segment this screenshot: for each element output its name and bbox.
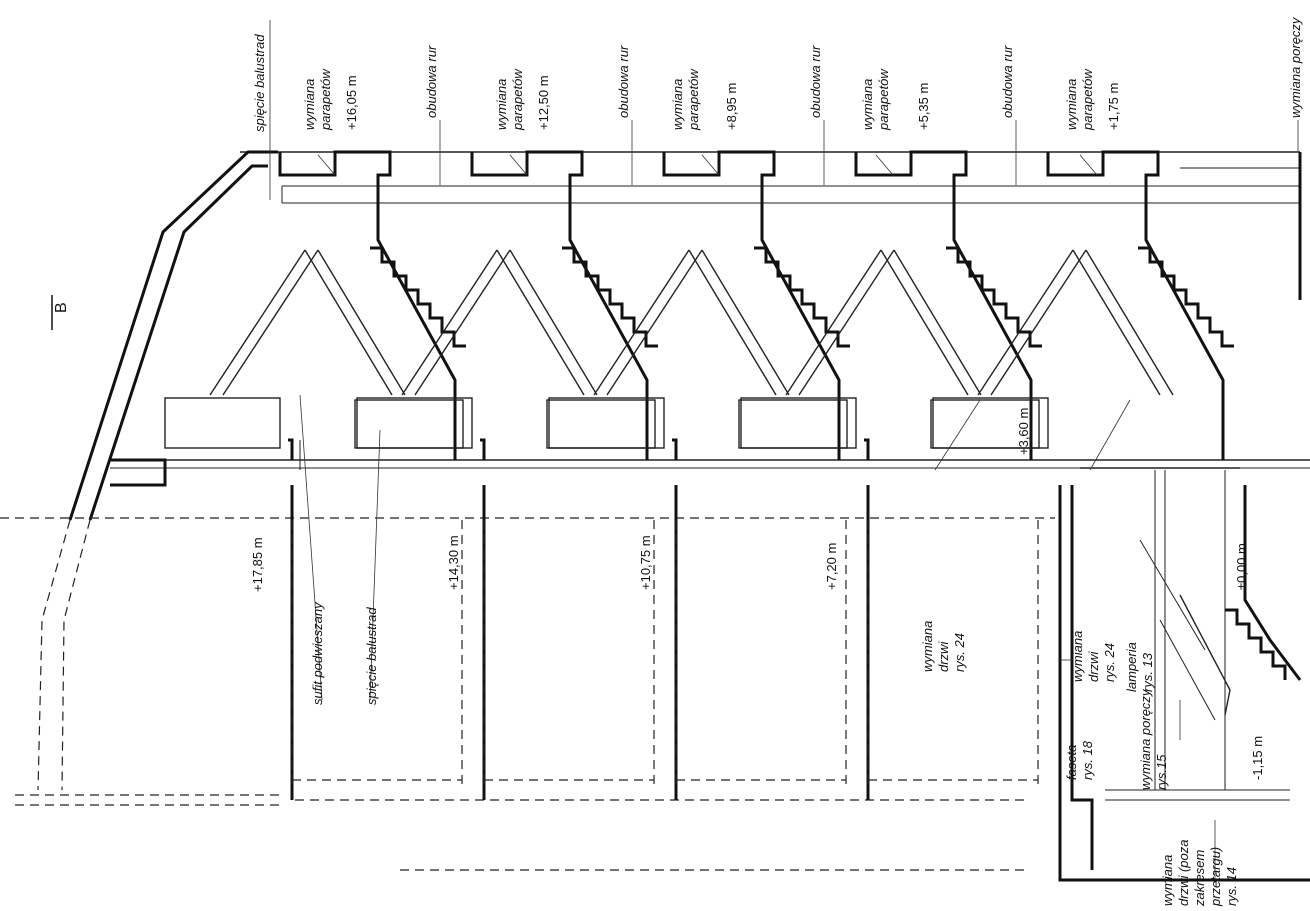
level-14-30: +14,30 m	[446, 535, 461, 590]
section-marker: B	[51, 295, 70, 330]
level-17-85: +17,85 m	[250, 537, 265, 592]
top-reference-lines	[240, 151, 1300, 204]
label-wymiana-drzwi-a-3: rys. 24	[952, 633, 967, 672]
label-wymiana-parapetow-4-a: wymiana	[860, 79, 875, 130]
level-3-60: +3,60 m	[1016, 408, 1031, 455]
label-obudowa-rur-1: obudowa rur	[424, 45, 439, 118]
section-mark-text: B	[53, 302, 70, 313]
level-12-50: +12,50 m	[536, 75, 551, 130]
label-spiecie-balustrad-bottom: spięcie balustrad	[364, 607, 379, 705]
label-wymiana-parapetow-3-a: wymiana	[670, 79, 685, 130]
label-faseta-1: faseta	[1064, 745, 1079, 780]
label-wymiana-poreczy-top: wymiana poręczy	[1288, 16, 1303, 118]
label-wymiana-drzwi-c-5: rys. 14	[1224, 867, 1239, 906]
flight-module	[164, 150, 466, 800]
flight-module	[356, 150, 658, 800]
flight-module	[740, 150, 1042, 800]
label-wymiana-parapetow-5-b: parapetów	[1080, 68, 1095, 131]
flight-module	[932, 150, 1234, 460]
label-obudowa-rur-4: obudowa rur	[1000, 45, 1015, 118]
label-wymiana-drzwi-c-2: drzwi (poza	[1176, 840, 1191, 906]
leader-lines	[269, 20, 1299, 880]
label-faseta-2: rys. 18	[1080, 740, 1095, 780]
label-sufit-podwieszany: sufit podwieszany	[310, 601, 325, 705]
label-wymiana-parapetow-2-b: parapetów	[510, 68, 525, 131]
label-lamperia-1: lamperia	[1124, 642, 1139, 692]
level-0-00: ±0,00 m	[1234, 543, 1249, 590]
label-wymiana-parapetow-4-b: parapetów	[876, 68, 891, 131]
label-wymiana-parapetow-3-b: parapetów	[686, 68, 701, 131]
level-16-05: +16,05 m	[344, 75, 359, 130]
level-7-20: +7,20 m	[824, 543, 839, 590]
label-wymiana-parapetow-5-a: wymiana	[1064, 79, 1079, 130]
level-10-75: +10,75 m	[638, 535, 653, 590]
label-wymiana-poreczy-b-2: rys.15	[1154, 754, 1169, 790]
label-obudowa-rur-2: obudowa rur	[616, 45, 631, 118]
ground-floor-area	[1058, 152, 1310, 882]
label-wymiana-parapetow-1-a: wymiana	[302, 79, 317, 130]
label-wymiana-parapetow-2-a: wymiana	[494, 79, 509, 130]
label-spiecie-balustrad-top: spięcie balustrad	[252, 34, 267, 132]
label-wymiana-drzwi-b-2: drzwi	[1086, 651, 1101, 682]
label-wymiana-drzwi-c-3: zakresem	[1192, 849, 1207, 907]
label-wymiana-drzwi-a-2: drzwi	[936, 641, 951, 672]
outer-wall-left	[15, 150, 285, 806]
label-wymiana-poreczy-b-1: wymiana poręczy	[1138, 688, 1153, 790]
level-5-35: +5,35 m	[916, 83, 931, 130]
label-wymiana-drzwi-c-1: wymiana	[1160, 855, 1175, 906]
annotation-labels: spięcie balustrad wymiana parapetów +16,…	[250, 16, 1303, 907]
level-8-95: +8,95 m	[724, 83, 739, 130]
label-lamperia-2: rys. 13	[1140, 652, 1155, 692]
label-wymiana-parapetow-1-b: parapetów	[318, 68, 333, 131]
label-obudowa-rur-3: obudowa rur	[808, 45, 823, 118]
level-minus-1-15: -1,15 m	[1250, 736, 1265, 780]
level-1-75: +1,75 m	[1106, 83, 1121, 130]
label-wymiana-drzwi-a-1: wymiana	[920, 621, 935, 672]
label-wymiana-drzwi-b-3: rys. 24	[1102, 643, 1117, 682]
flight-modules	[164, 150, 1234, 800]
label-wymiana-drzwi-c-4: przetargu)	[1208, 847, 1223, 907]
flight-module	[548, 150, 850, 800]
label-wymiana-drzwi-b-1: wymiana	[1070, 631, 1085, 682]
